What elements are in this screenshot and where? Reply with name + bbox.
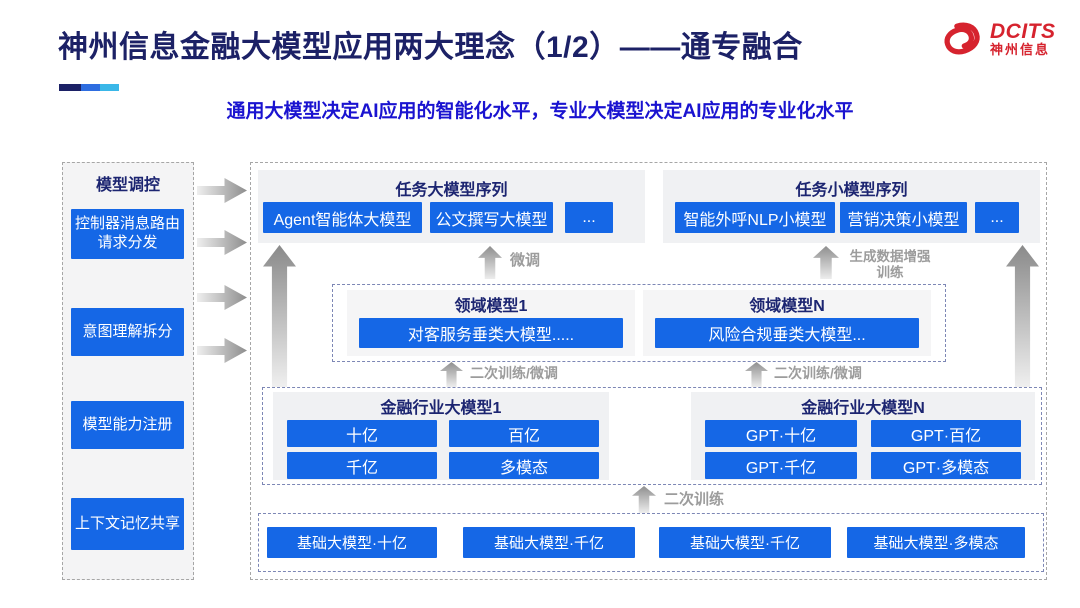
sidebar-item-router: 控制器消息路由请求分发	[71, 209, 184, 259]
augment-label-line1: 生成数据增强	[849, 249, 931, 264]
logo-brand-cn: 神州信息	[990, 42, 1051, 58]
underline-segment-blue	[81, 84, 100, 91]
task-small-title: 任务小模型序列	[795, 182, 908, 199]
task-large-model-panel: 任务大模型序列 Agent智能体大模型 公文撰写大模型 ...	[258, 170, 645, 243]
sidebar-item-context: 上下文记忆共享	[71, 498, 184, 550]
diagram-container	[250, 162, 1047, 580]
base-btn-100b-a: 基础大模型·千亿	[463, 527, 635, 558]
task-small-btn-more: ...	[975, 202, 1019, 233]
domain-group-1-item: 对客服务垂类大模型.....	[359, 318, 623, 348]
industry-group-1-title: 金融行业大模型1	[380, 400, 502, 417]
industry1-btn-100b: 千亿	[287, 452, 437, 479]
augment-label-line2: 训练	[876, 265, 904, 281]
dcits-swirl-icon	[944, 22, 980, 55]
underline-segment-navy	[59, 84, 81, 91]
industry-model-box: 金融行业大模型1 十亿 百亿 千亿 多模态 金融行业大模型N GPT·十亿 GP…	[262, 387, 1042, 485]
retrain-finetune-left-label: 二次训练/微调	[470, 365, 558, 381]
industryN-btn-gpt-multi: GPT·多模态	[871, 452, 1021, 479]
sidebar-item-register: 模型能力注册	[71, 401, 184, 449]
base-btn-1b: 基础大模型·十亿	[267, 527, 437, 558]
industry-group-n: 金融行业大模型N GPT·十亿 GPT·百亿 GPT·千亿 GPT·多模态	[691, 392, 1035, 480]
domain-group-n: 领域模型N 风险合规垂类大模型...	[643, 290, 931, 356]
task-small-btn-marketing: 营销决策小模型	[840, 202, 967, 233]
industryN-btn-gpt-100b: GPT·千亿	[705, 452, 857, 479]
underline-segment-cyan	[100, 84, 119, 91]
industryN-btn-gpt-1b: GPT·十亿	[705, 420, 857, 447]
right-arrow-icon-1	[197, 178, 247, 203]
page-title: 神州信息金融大模型应用两大理念（1/2）——通专融合	[58, 31, 803, 64]
model-control-sidebar: 模型调控 控制器消息路由请求分发 意图理解拆分 模型能力注册 上下文记忆共享	[62, 162, 194, 580]
industry1-btn-10b: 百亿	[449, 420, 599, 447]
task-large-title: 任务大模型序列	[395, 182, 508, 199]
right-arrow-icon-3	[197, 285, 247, 310]
base-model-box: 基础大模型·十亿 基础大模型·千亿 基础大模型·千亿 基础大模型·多模态	[258, 513, 1044, 572]
retrain-label: 二次训练	[664, 491, 725, 508]
industry1-btn-multi: 多模态	[449, 452, 599, 479]
domain-group-n-title: 领域模型N	[749, 298, 825, 315]
task-large-btn-more: ...	[565, 202, 613, 233]
industryN-btn-gpt-10b: GPT·百亿	[871, 420, 1021, 447]
domain-group-n-item: 风险合规垂类大模型...	[655, 318, 919, 348]
dcits-logo: DCITS 神州信息	[938, 18, 1056, 60]
task-large-btn-agent: Agent智能体大模型	[263, 202, 422, 233]
right-arrow-icon-2	[197, 230, 247, 255]
logo-brand-en: DCITS	[990, 20, 1056, 44]
industry-group-1: 金融行业大模型1 十亿 百亿 千亿 多模态	[273, 392, 609, 480]
title-underline	[59, 84, 119, 91]
domain-group-1-title: 领域模型1	[454, 298, 528, 315]
task-small-btn-nlp: 智能外呼NLP小模型	[675, 202, 835, 233]
finetune-label: 微调	[510, 252, 541, 269]
task-small-model-panel: 任务小模型序列 智能外呼NLP小模型 营销决策小模型 ...	[663, 170, 1040, 243]
retrain-finetune-right-label: 二次训练/微调	[774, 365, 862, 381]
sidebar-item-intent: 意图理解拆分	[71, 308, 184, 356]
task-large-btn-doc: 公文撰写大模型	[430, 202, 553, 233]
augment-label: 生成数据增强 训练	[844, 249, 936, 281]
domain-model-box: 领域模型1 对客服务垂类大模型..... 领域模型N 风险合规垂类大模型...	[332, 284, 946, 362]
base-btn-multi: 基础大模型·多模态	[847, 527, 1025, 558]
base-btn-100b-b: 基础大模型·千亿	[659, 527, 831, 558]
industry1-btn-1b: 十亿	[287, 420, 437, 447]
sidebar-title: 模型调控	[95, 177, 160, 194]
right-arrow-icon-4	[197, 338, 247, 363]
industry-group-n-title: 金融行业大模型N	[801, 400, 925, 417]
domain-group-1: 领域模型1 对客服务垂类大模型.....	[347, 290, 635, 356]
slide-subtitle: 通用大模型决定AI应用的智能化水平，专业大模型决定AI应用的专业化水平	[226, 101, 854, 122]
